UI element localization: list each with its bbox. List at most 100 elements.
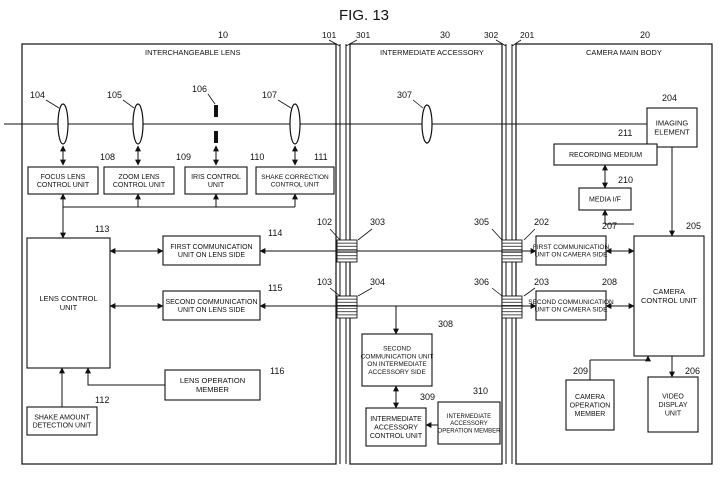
block-acc-ctl-label: CONTROL UNIT <box>370 433 423 440</box>
section-lens-frame <box>21 43 337 465</box>
block-acc-op-label: ACCESSORY <box>450 421 488 427</box>
block-iris-label: UNIT <box>208 182 225 189</box>
block-cam-op-label: CAMERA <box>575 394 605 401</box>
block-video-box <box>647 376 699 433</box>
block-comm2-acc-label: ON INTERMEDIATE <box>367 361 427 368</box>
leader-305 <box>491 228 503 241</box>
block-cam-op-label: OPERATION <box>570 402 611 409</box>
block-acc-op-box <box>437 401 501 445</box>
leader-302 <box>495 39 507 47</box>
block-shake-ctl-ref: 111 <box>314 152 328 162</box>
block-acc-ctl-ref: 309 <box>420 392 435 402</box>
block-recording-ref: 211 <box>618 128 632 138</box>
iris-blade-bottom-icon <box>214 131 218 143</box>
block-cam-ctl-label: CAMERA <box>653 287 685 296</box>
leader-202 <box>523 228 536 241</box>
block-cam-op-ref: 209 <box>573 366 588 376</box>
block-comm1-cam-label: FIRST COMMUNICATION <box>533 244 610 251</box>
block-imaging-ref: 204 <box>662 93 677 103</box>
block-media-if-label: MEDIA I/F <box>589 196 621 203</box>
section-camera-ref: 20 <box>640 30 650 40</box>
iris-blade-top-icon <box>214 105 218 117</box>
accessory-lens-icon <box>421 104 433 144</box>
leader-201 <box>511 39 522 47</box>
contact-ref-303: 303 <box>370 217 385 227</box>
block-comm2-lens-ref: 115 <box>268 283 282 293</box>
leader-105 <box>122 99 135 109</box>
figure-title: FIG. 13 <box>339 7 389 24</box>
block-comm1-lens-ref: 114 <box>268 228 282 238</box>
contact-ref-202: 202 <box>534 217 549 227</box>
contact-ref-102: 102 <box>317 217 332 227</box>
block-video-label: VIDEO <box>662 394 684 401</box>
block-comm2-lens-label: UNIT ON LENS SIDE <box>178 307 245 314</box>
block-cam-ctl-box <box>633 235 705 357</box>
leader-102 <box>329 228 341 241</box>
block-comm1-lens-box <box>162 235 261 266</box>
block-cam-ctl-label: CONTROL UNIT <box>641 296 697 305</box>
block-lens-ctl-label: UNIT <box>60 303 78 312</box>
focus-lens-icon <box>57 103 69 145</box>
block-focus-label: FOCUS LENS <box>41 174 86 181</box>
block-zoom-ref: 109 <box>176 152 191 162</box>
block-lens-op-label: MEMBER <box>196 385 230 394</box>
optic-ref-107: 107 <box>262 90 277 100</box>
block-acc-op-label: INTERMEDIATE <box>447 414 491 420</box>
block-comm2-acc-label: ACCESSORY SIDE <box>368 369 426 376</box>
block-shake-ctl-box <box>255 166 335 195</box>
block-video-ref: 206 <box>685 366 700 376</box>
block-comm2-cam-box <box>535 290 607 321</box>
block-cam-ctl-ref: 205 <box>686 221 701 231</box>
shake-correction-lens-icon <box>289 103 301 145</box>
section-accessory-ref: 30 <box>440 30 450 40</box>
optic-ref-106: 106 <box>192 84 207 94</box>
block-comm2-lens-box <box>162 290 261 321</box>
block-shake-det-label: DETECTION UNIT <box>33 423 92 430</box>
block-video-label: DISPLAY <box>658 402 687 409</box>
block-comm2-cam-label: UNIT ON CAMERA SIDE <box>535 307 609 314</box>
block-comm2-acc-label: SECOND <box>383 346 411 353</box>
block-comm2-lens-label: SECOND COMMUNICATION <box>165 299 257 306</box>
contact-306-203 <box>501 295 523 319</box>
block-cam-op-box <box>565 379 615 431</box>
mount-ref-201: 201 <box>520 30 534 40</box>
block-lens-op-ref: 116 <box>270 366 284 376</box>
leader-107 <box>277 99 292 109</box>
block-focus-label: CONTROL UNIT <box>37 182 90 189</box>
block-iris-ref: 110 <box>250 152 264 162</box>
section-lens-ref: 10 <box>218 30 228 40</box>
block-comm2-acc-label: COMMUNICATION UNIT <box>361 353 434 360</box>
block-comm2-acc-ref: 308 <box>438 319 453 329</box>
contact-ref-305: 305 <box>474 217 489 227</box>
leader-304 <box>357 287 373 297</box>
block-imaging-label: IMAGING <box>656 119 689 128</box>
block-zoom-box <box>103 166 175 195</box>
block-acc-op-label: OPERATION MEMBER <box>438 428 502 434</box>
section-accessory-label: INTERMEDIATE ACCESSORY <box>380 48 484 57</box>
lens-op-to-ctl-arrow <box>85 367 165 386</box>
mount-ref-301: 301 <box>356 30 370 40</box>
block-cam-op-label: MEMBER <box>575 411 606 418</box>
zoom-lens-icon <box>132 103 144 145</box>
block-zoom-label: ZOOM LENS <box>118 174 160 181</box>
mount-ref-101: 101 <box>322 30 336 40</box>
block-imaging-box <box>646 107 698 148</box>
leader-101 <box>328 39 341 47</box>
block-shake-det-label: SHAKE AMOUNT <box>34 414 90 421</box>
leader-203 <box>523 287 536 297</box>
block-shake-det-ref: 112 <box>95 395 109 405</box>
leader-104 <box>45 99 60 109</box>
